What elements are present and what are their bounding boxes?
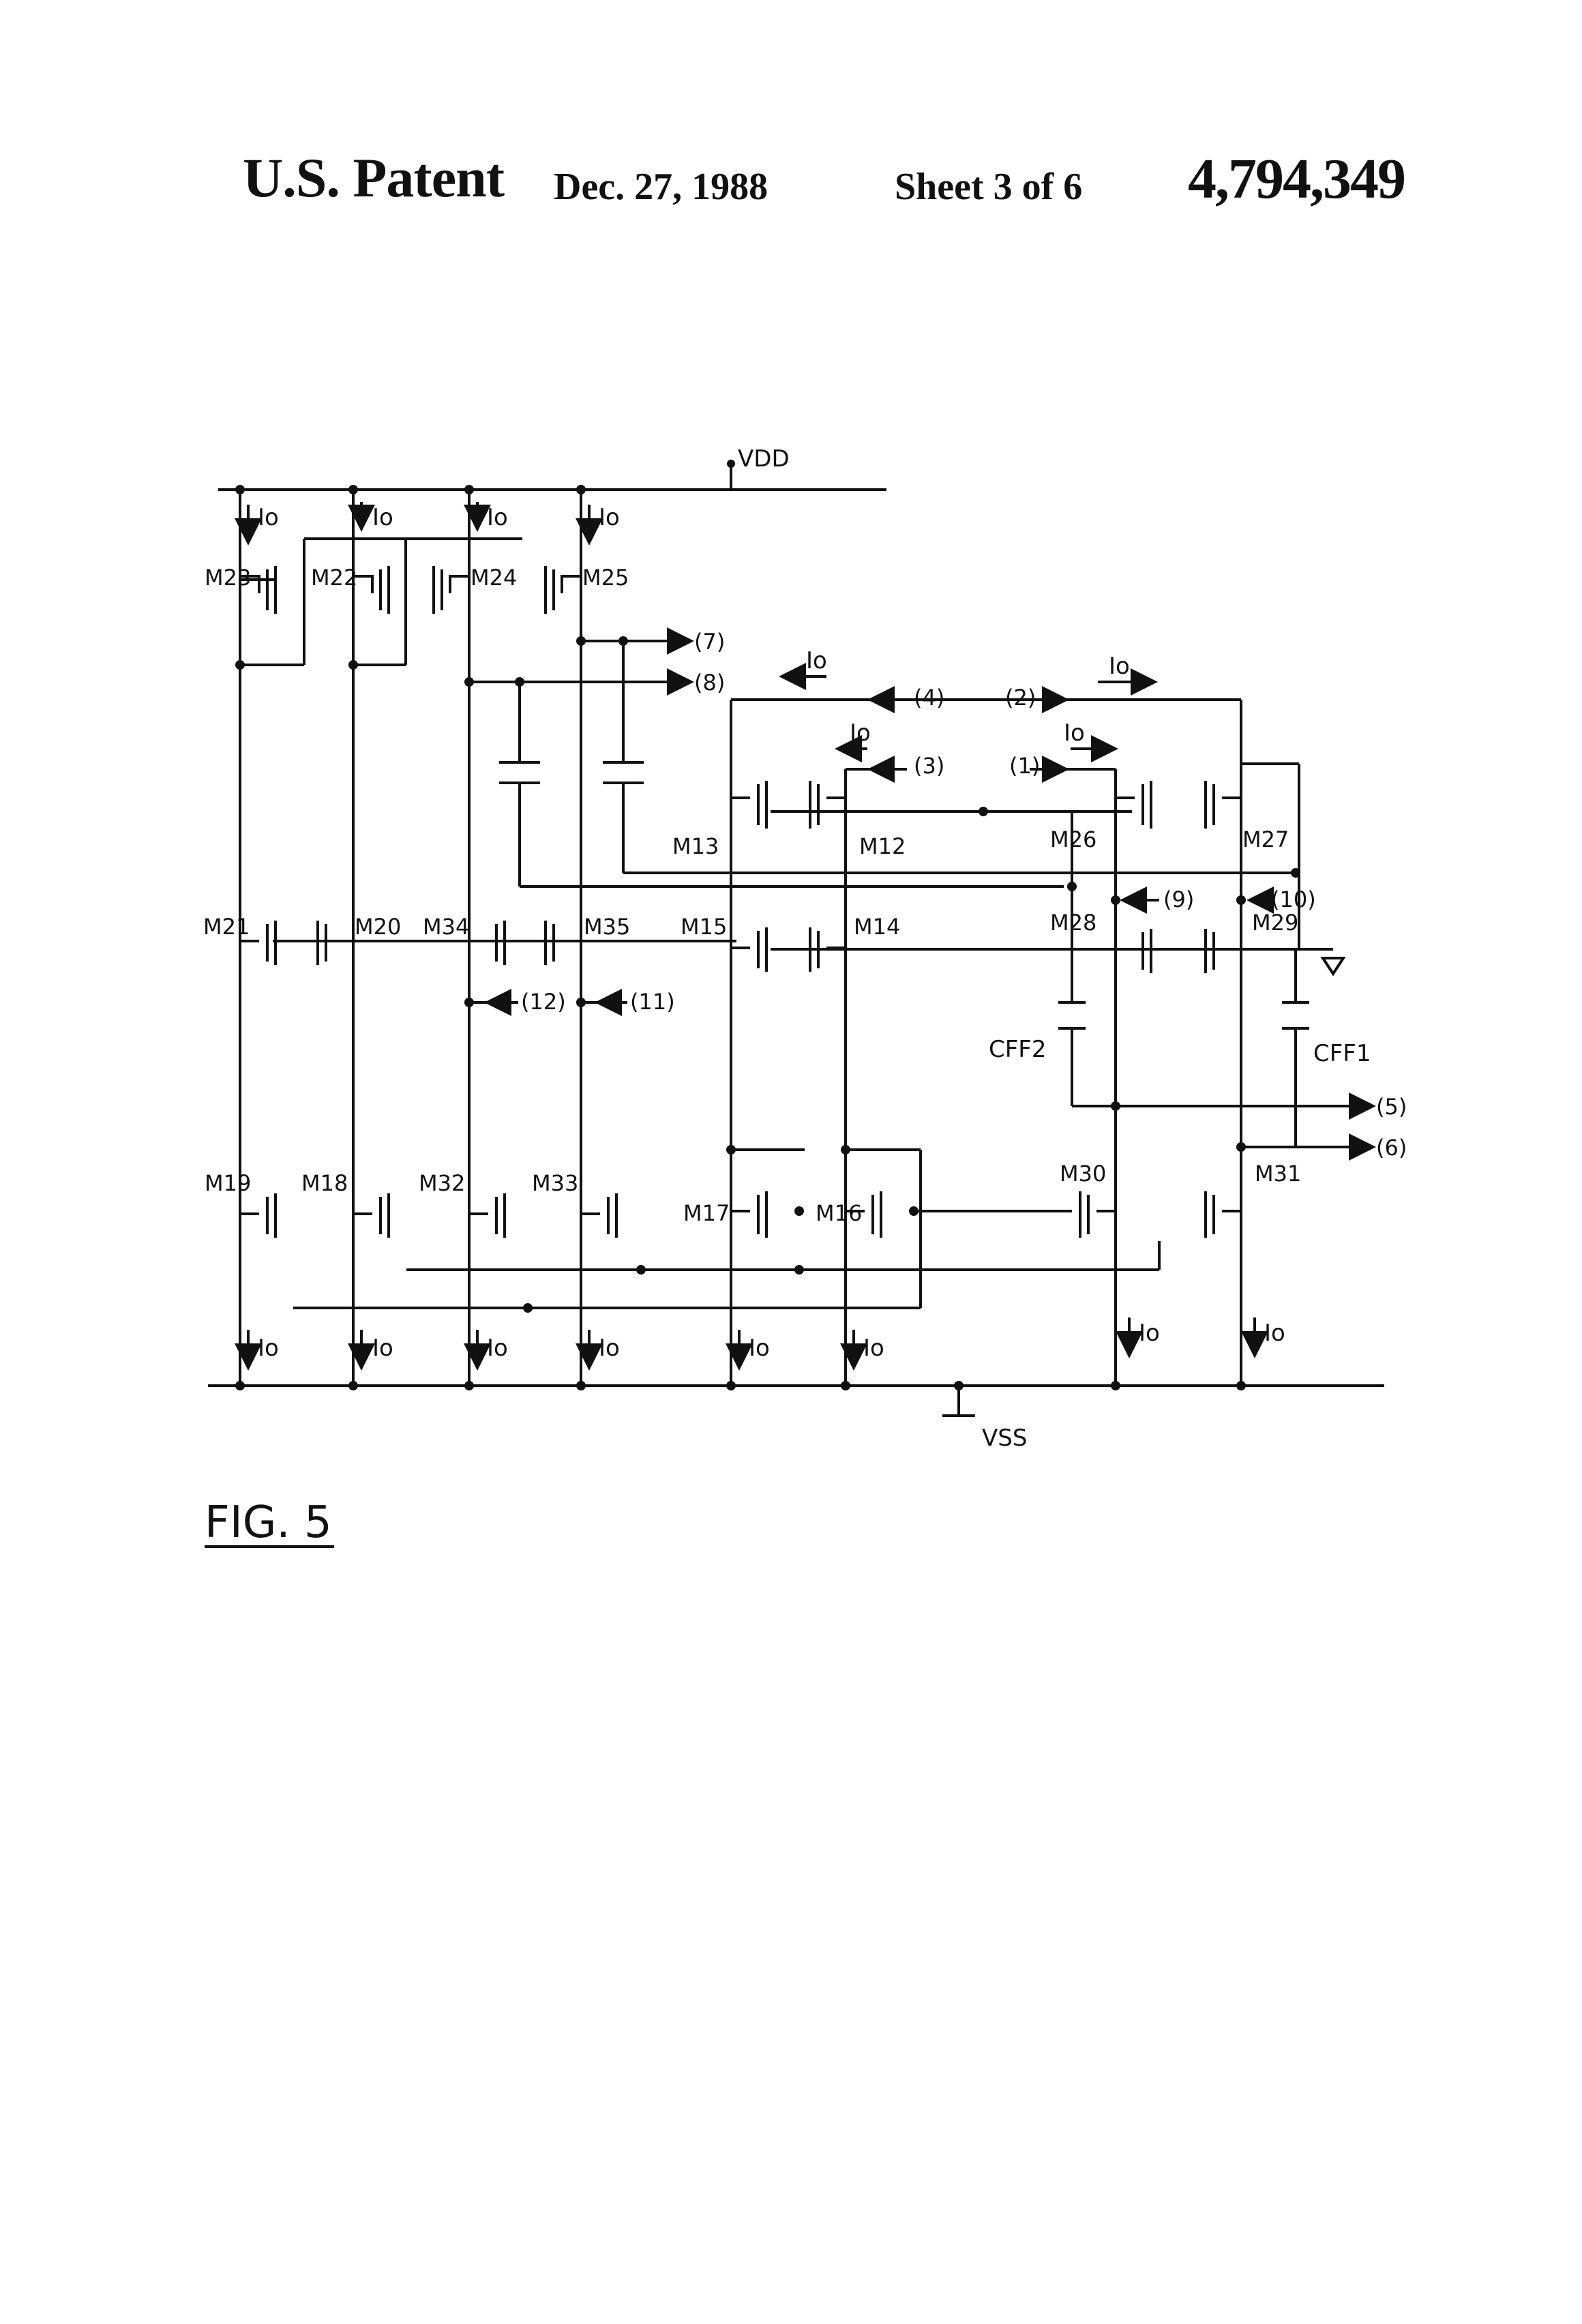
terminal-11: (11) (630, 989, 675, 1015)
terminal-9: (9) (1163, 887, 1194, 912)
label-m20: M20 (355, 914, 401, 940)
io-label-3: Io (487, 504, 508, 531)
io-label-6: Io (372, 1335, 393, 1362)
label-m13: M13 (672, 833, 719, 859)
terminal-7: (7) (694, 629, 725, 655)
io-label-7: Io (487, 1335, 508, 1362)
io-label-11: Io (1139, 1320, 1160, 1347)
transistor-row-top (240, 566, 581, 614)
io-label-4: Io (599, 504, 620, 531)
label-m19: M19 (205, 1170, 251, 1196)
io-label-10: Io (863, 1335, 884, 1362)
label-m15: M15 (681, 914, 727, 940)
terminal-3: (3) (914, 753, 944, 779)
label-m31: M31 (1255, 1161, 1301, 1187)
vss-label: VSS (982, 1425, 1027, 1452)
terminal-8: (8) (694, 670, 725, 696)
label-m14: M14 (854, 914, 900, 940)
label-m28: M28 (1050, 910, 1096, 936)
label-m27: M27 (1242, 826, 1289, 852)
label-m30: M30 (1060, 1161, 1106, 1187)
label-cff1: CFF1 (1313, 1040, 1371, 1067)
label-m33: M33 (532, 1170, 578, 1196)
label-m12: M12 (859, 833, 906, 859)
label-m26: M26 (1050, 826, 1096, 852)
label-m23: M23 (205, 565, 251, 591)
io-label-12: Io (1264, 1320, 1285, 1347)
terminal-6: (6) (1376, 1135, 1407, 1161)
vdd-label: VDD (738, 445, 790, 473)
terminal-2: (2) (1005, 685, 1036, 711)
label-m17: M17 (683, 1200, 730, 1226)
terminal-10: (10) (1271, 887, 1316, 912)
io-label-14: Io (850, 719, 871, 747)
terminal-4: (4) (914, 685, 944, 711)
label-cff2: CFF2 (989, 1036, 1047, 1063)
figure-caption: FIG. 5 (205, 1498, 332, 1548)
label-m16: M16 (816, 1200, 862, 1226)
right-stage-wires (798, 700, 1371, 1386)
label-m35: M35 (584, 914, 630, 940)
label-m32: M32 (419, 1170, 465, 1196)
label-m25: M25 (582, 565, 629, 591)
vss-rail (208, 1386, 1384, 1416)
io-label-16: Io (1109, 653, 1130, 680)
transistor-row-mid (240, 921, 581, 965)
transistor-row-bottom (240, 1193, 616, 1238)
io-label-15: Io (1064, 719, 1085, 747)
label-m18: M18 (301, 1170, 348, 1196)
label-m21: M21 (203, 914, 250, 940)
label-m34: M34 (423, 914, 469, 940)
io-label-13: Io (806, 647, 827, 674)
io-label-2: Io (372, 504, 393, 531)
label-m29: M29 (1252, 910, 1298, 936)
io-label-8: Io (599, 1335, 620, 1362)
label-m22: M22 (311, 565, 357, 591)
terminal-12: (12) (521, 989, 566, 1015)
io-label-1: Io (258, 504, 279, 531)
terminal-1: (1) (1009, 753, 1040, 779)
io-label-5: Io (258, 1335, 279, 1362)
label-m24: M24 (471, 565, 517, 591)
terminal-5: (5) (1376, 1094, 1407, 1120)
io-label-9: Io (749, 1335, 770, 1362)
